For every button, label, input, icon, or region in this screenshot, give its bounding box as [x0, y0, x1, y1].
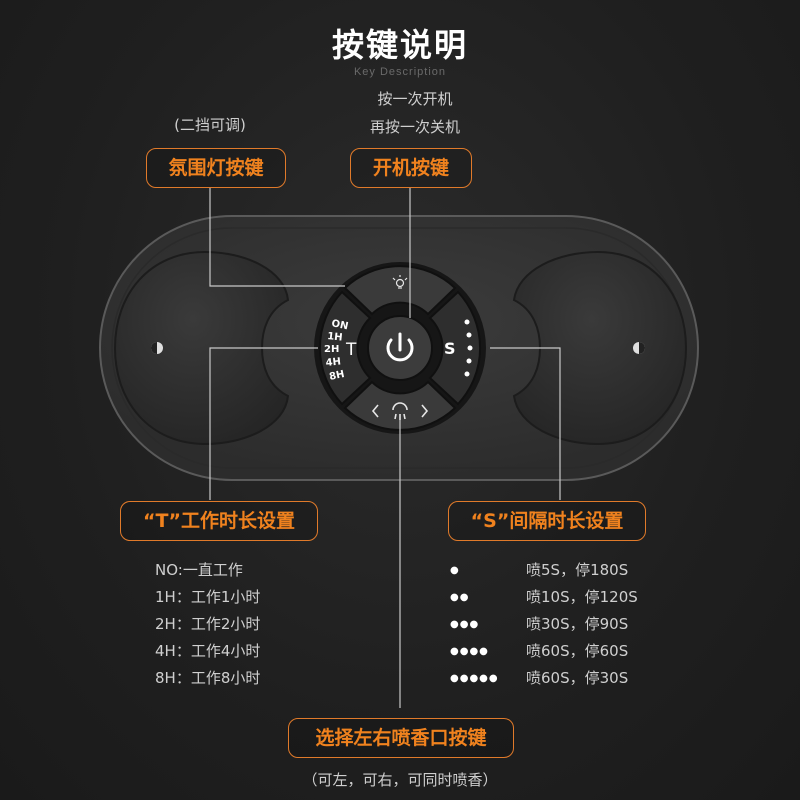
spray-icon	[371, 402, 429, 420]
timer-t-key	[318, 290, 372, 406]
s-dots: ●●●●	[450, 646, 489, 657]
s-list: ● 喷5S，停180S ●● 喷10S，停120S ●●● 喷30S，停90S …	[450, 557, 690, 692]
bulb-icon	[392, 275, 408, 289]
t-list: NO:一直工作 1H：工作1小时 2H：工作2小时 4H：工作4小时 8H：工作…	[155, 557, 355, 692]
s-dots: ●●●	[450, 619, 480, 630]
left-spray-disc	[113, 250, 290, 446]
s-text: 喷10S，停120S	[526, 588, 638, 606]
s-list-item: ●● 喷10S，停120S	[450, 584, 690, 611]
right-spray-disc	[512, 250, 688, 446]
power-note-off: 再按一次关机	[369, 118, 460, 136]
t-setting-label: “T”工作时长设置	[120, 501, 318, 541]
power-key-label: 开机按键	[350, 148, 472, 188]
s-list-item: ● 喷5S，停180S	[450, 557, 690, 584]
power-note-on: 按一次开机	[377, 90, 453, 108]
t-list-item: 4H：工作4小时	[155, 642, 261, 660]
t-list-item: NO:一直工作	[155, 561, 243, 579]
s-text: 喷5S，停180S	[526, 561, 629, 579]
s-list-item: ●●●● 喷60S，停60S	[450, 638, 690, 665]
s-indicator-dots	[464, 319, 473, 377]
s-text: 喷30S，停90S	[526, 615, 629, 633]
t-opt-2h: 2H	[324, 344, 339, 355]
t-opt-8h: 8H	[328, 369, 345, 383]
s-dots: ●●●●●	[450, 673, 499, 684]
t-opt-1h: 1H	[327, 331, 343, 344]
s-text: 喷60S，停60S	[526, 642, 629, 660]
timer-options: ON 1H 2H 4H 8H	[324, 318, 349, 383]
s-setting-label: “S”间隔时长设置	[448, 501, 646, 541]
leader-lines	[209, 188, 561, 708]
t-list-item: 1H：工作1小时	[155, 588, 261, 606]
t-opt-4h: 4H	[325, 356, 341, 369]
t-list-item: 8H：工作8小时	[155, 669, 261, 687]
page-title: 按键说明	[331, 26, 468, 64]
s-list-item: ●●●●● 喷60S，停30S	[450, 665, 690, 692]
s-text: 喷60S，停30S	[526, 669, 629, 687]
s-dots: ●●	[450, 592, 470, 603]
t-opt-on: ON	[330, 318, 349, 332]
ambient-note: (二挡可调)	[174, 116, 246, 134]
ambient-light-key	[343, 265, 457, 316]
spray-note: （可左，可右，可同时喷香）	[302, 771, 498, 789]
ambient-key-label: 氛围灯按键	[146, 148, 286, 188]
s-letter: S	[444, 339, 456, 358]
spray-key-label: 选择左右喷香口按键	[288, 718, 514, 758]
t-list-item: 2H：工作2小时	[155, 615, 261, 633]
s-list-item: ●●● 喷30S，停90S	[450, 611, 690, 638]
t-letter: T	[345, 340, 357, 360]
page-subtitle: Key Description	[353, 66, 447, 78]
spray-select-key	[343, 380, 457, 431]
s-dots: ●	[450, 565, 460, 576]
